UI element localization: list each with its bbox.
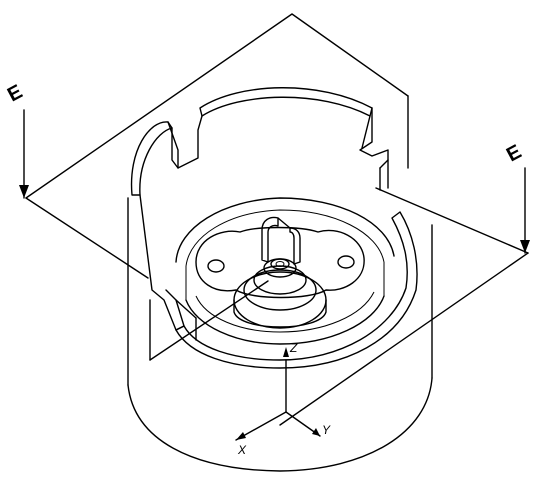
flange	[195, 226, 365, 299]
central-boss	[233, 216, 327, 329]
axis-label-y: Y	[322, 423, 331, 437]
axis-label-z: Z	[289, 341, 298, 355]
section-arrow-right	[520, 167, 530, 254]
section-arrow-left	[19, 109, 29, 199]
section-label-right: E	[503, 141, 525, 167]
axis-label-x: X	[237, 443, 247, 457]
cut-wall-far	[130, 87, 389, 196]
cylinder-body	[127, 197, 433, 472]
cut-wall-near	[139, 194, 418, 369]
inner-bore	[175, 197, 395, 345]
cutting-plane	[25, 13, 529, 426]
section-label-left: E	[4, 81, 26, 107]
axis-triad	[235, 347, 321, 441]
